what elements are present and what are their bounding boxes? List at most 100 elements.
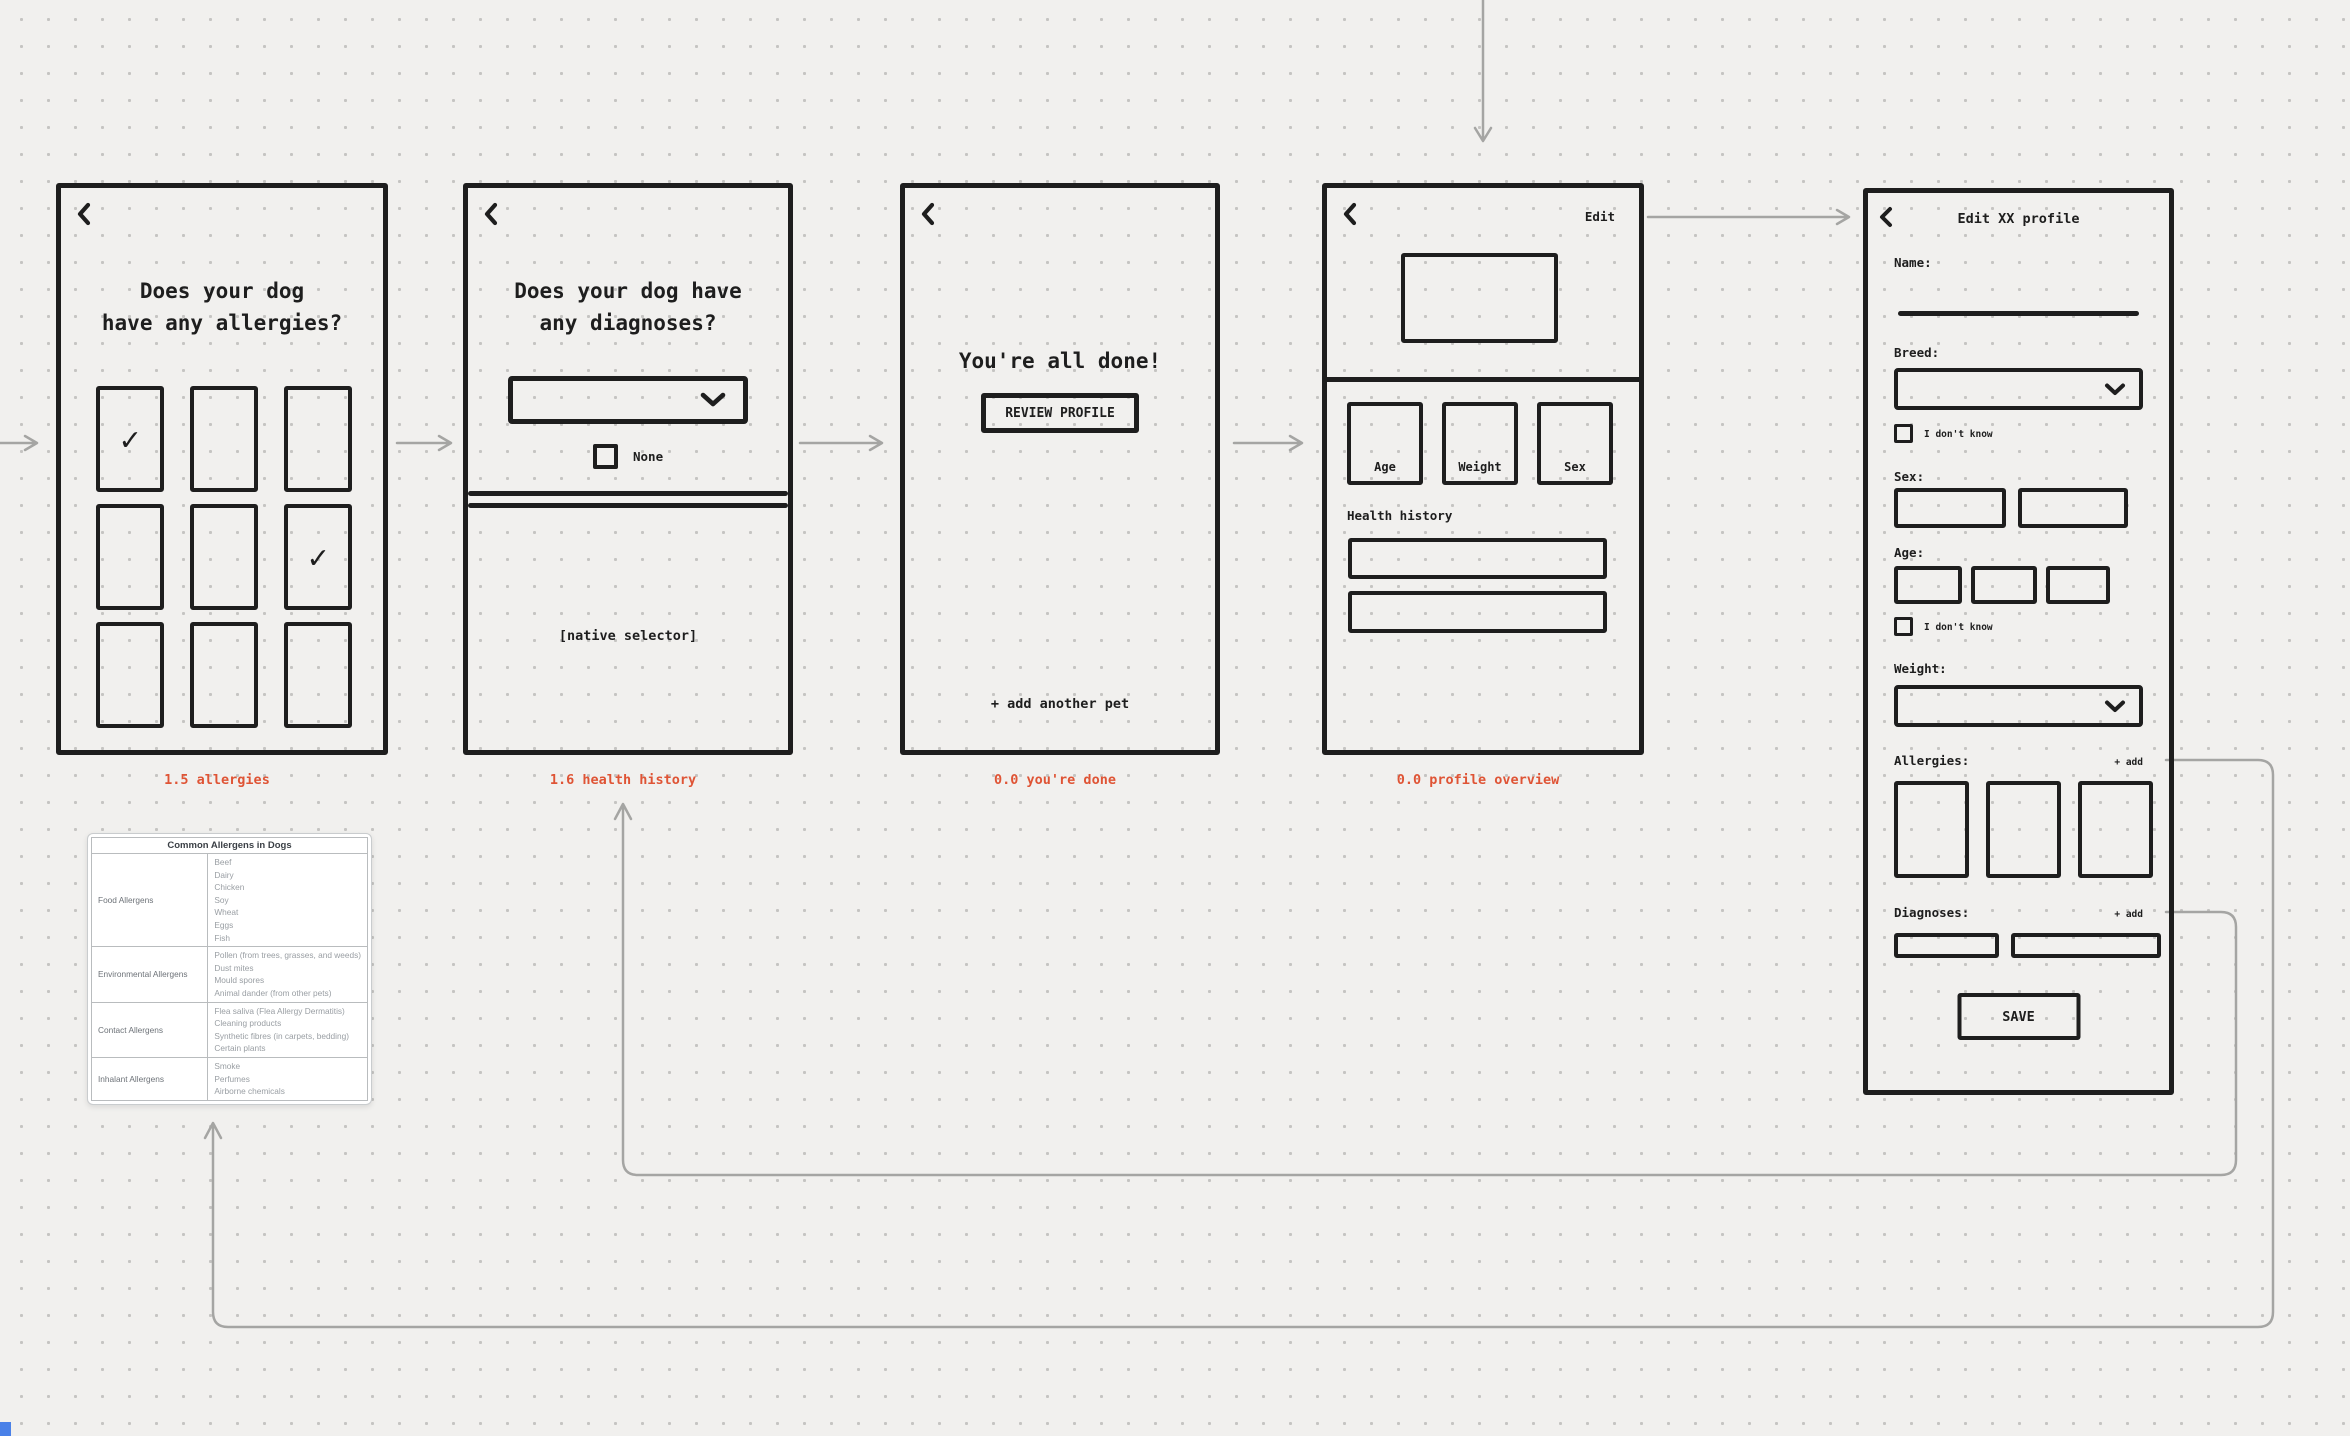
table-item: Certain plants [214, 1043, 266, 1054]
table-title: Common Allergens in Dogs [91, 837, 368, 854]
flow-label-done: 0.0 you're done [994, 772, 1116, 788]
section-divider [468, 491, 788, 496]
none-checkbox[interactable] [593, 444, 618, 469]
arrow-top-into-overview [1473, 0, 1493, 143]
breed-select[interactable] [1894, 368, 2143, 410]
stats-row: Age Weight Sex [1347, 402, 1613, 485]
table-item: Synthetic fibres (in carpets, bedding) [214, 1030, 350, 1041]
table-item: Animal dander (from other pets) [214, 987, 332, 998]
table-item: Wheat [214, 907, 239, 918]
edit-profile-title: Edit XX profile [1957, 211, 2080, 227]
selection-handle[interactable] [0, 1422, 11, 1436]
breed-label: Breed: [1894, 345, 1940, 360]
allergies-add-link[interactable]: + add [2114, 757, 2143, 768]
back-icon[interactable] [482, 202, 500, 226]
allergens-table: Common Allergens in Dogs Food Allergens … [90, 837, 368, 1101]
stat-box-sex[interactable]: Sex [1537, 402, 1613, 485]
allergy-option-box[interactable] [190, 386, 258, 492]
allergy-option-box[interactable] [96, 504, 164, 610]
arrow-into-allergies [0, 434, 39, 452]
table-row: Environmental Allergens Pollen (from tre… [90, 946, 368, 1003]
add-another-pet-link[interactable]: + add another pet [990, 696, 1130, 712]
idk-checkbox[interactable] [1894, 617, 1913, 636]
allergy-option-box[interactable]: ✓ [284, 504, 352, 610]
arrow-done-to-overview [1232, 434, 1304, 452]
save-label: SAVE [2002, 1008, 2035, 1025]
photo-placeholder[interactable] [1401, 253, 1558, 343]
allergy-option-box[interactable] [190, 504, 258, 610]
table-items: Pollen (from trees, grasses, and weeds) … [207, 946, 368, 1003]
table-row: Contact Allergens Flea saliva (Flea Alle… [90, 1001, 368, 1058]
chevron-down-icon [699, 392, 727, 408]
allergy-box[interactable] [1894, 781, 1969, 878]
health-history-heading: Health history [1347, 508, 1453, 523]
health-history-row[interactable] [1348, 591, 1607, 633]
allergy-option-box[interactable]: ✓ [96, 386, 164, 492]
table-items: Beef Dairy Chicken Soy Wheat Eggs Fish [207, 852, 368, 948]
age-option-box[interactable] [1894, 566, 1962, 604]
save-button[interactable]: SAVE [1957, 993, 2080, 1040]
review-profile-button[interactable]: REVIEW PROFILE [981, 393, 1139, 433]
sex-option-box[interactable] [1894, 488, 2006, 528]
back-icon[interactable] [1878, 206, 1894, 228]
back-icon[interactable] [1341, 202, 1359, 226]
diagnoses-add-link[interactable]: + add [2114, 909, 2143, 920]
title-line-2: any diagnoses? [539, 311, 717, 335]
native-selector-note: [native selector] [558, 628, 698, 644]
allergy-box[interactable] [1986, 781, 2061, 878]
health-history-row[interactable] [1348, 538, 1607, 579]
chevron-down-icon [2104, 700, 2126, 713]
section-divider [468, 503, 788, 508]
section-divider [1327, 377, 1639, 382]
allergy-option-box[interactable] [284, 622, 352, 728]
age-option-box[interactable] [2046, 566, 2110, 604]
table-item: Fish [214, 932, 231, 943]
back-icon[interactable] [75, 202, 93, 226]
screen-allergies: Does your dog have any allergies? ✓ ✓ [56, 183, 388, 755]
age-option-box[interactable] [1971, 566, 2037, 604]
check-icon: ✓ [308, 538, 328, 576]
screen-overview: Edit Age Weight Sex Health history [1322, 183, 1644, 755]
weight-select[interactable] [1894, 685, 2143, 727]
back-icon[interactable] [919, 202, 937, 226]
edit-link[interactable]: Edit [1584, 209, 1615, 224]
table-item: Pollen (from trees, grasses, and weeds) [214, 950, 361, 961]
table-item: Chicken [214, 882, 245, 893]
stat-label: Age [1374, 460, 1396, 474]
allergies-label: Allergies: [1894, 753, 1970, 768]
screen-edit-profile: Edit XX profile Name: Breed: I don't kno… [1863, 188, 2174, 1095]
stat-box-age[interactable]: Age [1347, 402, 1423, 485]
diagnosis-box[interactable] [1894, 933, 1999, 958]
table-item: Smoke [214, 1060, 241, 1071]
flow-label-health-history: 1.6 health history [549, 772, 697, 788]
title-line-2: have any allergies? [101, 311, 343, 335]
name-field-line[interactable] [1898, 311, 2139, 316]
stat-box-weight[interactable]: Weight [1442, 402, 1518, 485]
diagnosis-box[interactable] [2011, 933, 2161, 958]
table-items: Flea saliva (Flea Allergy Dermatitis) Cl… [207, 1001, 368, 1058]
allergy-options-grid: ✓ ✓ [96, 386, 352, 729]
idk-label: I don't know [1924, 622, 1993, 633]
sex-option-box[interactable] [2018, 488, 2128, 528]
table-category: Contact Allergens [90, 1001, 209, 1058]
allergy-box[interactable] [2078, 781, 2153, 878]
age-label: Age: [1894, 545, 1925, 560]
review-profile-label: REVIEW PROFILE [1005, 405, 1115, 421]
stat-label: Weight [1458, 460, 1502, 474]
arrow-diagnoses-to-done [798, 434, 884, 452]
allergy-option-box[interactable] [284, 386, 352, 492]
none-label: None [633, 449, 664, 464]
allergy-option-box[interactable] [96, 622, 164, 728]
allergy-option-box[interactable] [190, 622, 258, 728]
table-category: Inhalant Allergens [90, 1056, 209, 1101]
check-icon: ✓ [120, 420, 140, 458]
weight-label: Weight: [1894, 661, 1947, 676]
table-item: Dairy [214, 869, 234, 880]
idk-checkbox[interactable] [1894, 424, 1913, 443]
table-item: Perfumes [214, 1073, 250, 1084]
idk-label: I don't know [1924, 429, 1993, 440]
arrow-overview-to-edit [1646, 208, 1851, 226]
table-item: Dust mites [214, 962, 254, 973]
diagnosis-select[interactable] [508, 376, 748, 424]
